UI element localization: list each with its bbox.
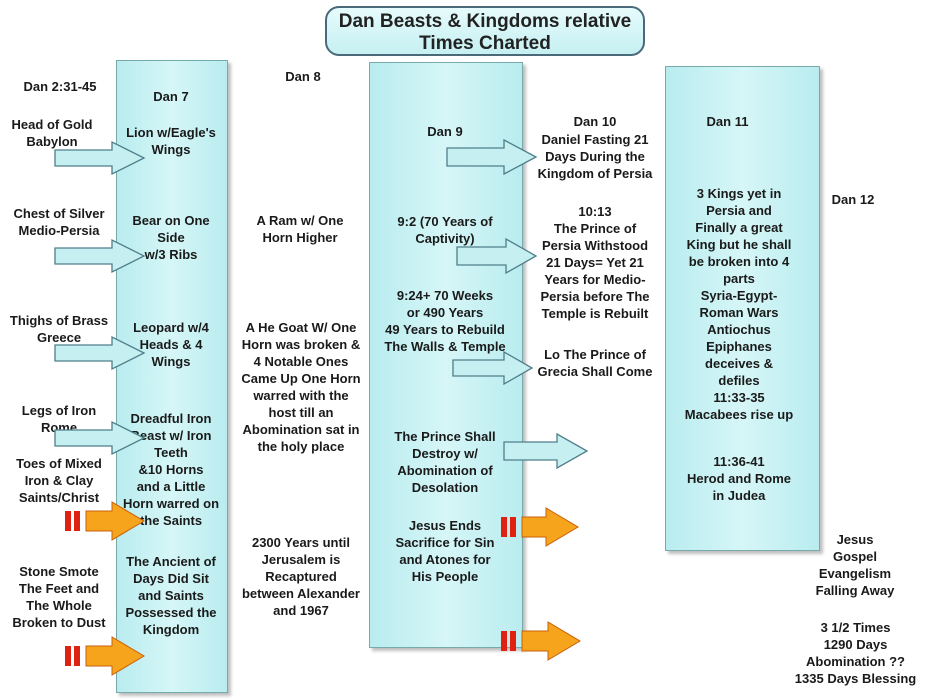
dan11-item-herod-and-rome: 11:36-41 Herod and Rome in Judea (686, 454, 791, 503)
arrow-right-icon (452, 350, 534, 386)
dan8-item-ram: A Ram w/ One Horn Higher (256, 213, 344, 245)
dan9-item-prince-destroy: The Prince Shall Destroy w/ Abomination … (394, 429, 496, 495)
dan10-item-prince-of-persia: 10:13 The Prince of Persia Withstood 21 … (540, 204, 650, 321)
arrow-right-icon (446, 138, 538, 176)
dan10-item-prince-of-grecia: Lo The Prince of Grecia Shall Come (537, 347, 653, 379)
dan2-header: Dan 2:31-45 (23, 79, 97, 94)
arrow-right-icon (54, 238, 146, 274)
dan2-item-legs-of-iron: Legs of Iron Rome (21, 403, 97, 435)
dan10-header: Dan 10 (573, 114, 617, 129)
dan7-item-leopard: Leopard w/4 Heads & 4 Wings (133, 320, 209, 369)
dan7-header: Dan 7 (153, 89, 189, 104)
dan2-item-thighs-of-brass: Thighs of Brass Greece (9, 313, 109, 345)
dan2-item-head-of-gold: Head of Gold Babylon (11, 117, 93, 149)
dan2-item-chest-of-silver: Chest of Silver Medio-Persia (13, 206, 105, 238)
dan11-item-kings-and-wars: 3 Kings yet in Persia and Finally a grea… (684, 186, 794, 422)
dan7-item-bear: Bear on One Side w/3 Ribs (132, 213, 210, 262)
orange-arrow-icon (65, 636, 145, 676)
dan9-item-70-weeks: 9:24+ 70 Weeks or 490 Years 49 Years to … (384, 288, 506, 354)
dan12-header: Dan 12 (831, 192, 875, 207)
dan8-item-he-goat: A He Goat W/ One Horn was broken & 4 Not… (241, 320, 361, 454)
dan12-item-times-and-days: 3 1/2 Times 1290 Days Abomination ?? 133… (794, 620, 917, 686)
arrow-right-icon (54, 335, 146, 371)
orange-arrow-icon (65, 501, 145, 541)
diagram-title: Dan Beasts & Kingdoms relative Times Cha… (325, 6, 645, 56)
dan11-header: Dan 11 (706, 114, 749, 129)
dan9-item-jesus-ends-sacrifice: Jesus Ends Sacrifice for Sin and Atones … (395, 518, 495, 584)
dan8-header: Dan 8 (285, 69, 321, 84)
dan7-column (116, 60, 228, 693)
dan9-item-70-years: 9:2 (70 Years of Captivity) (397, 214, 493, 246)
arrow-right-icon (54, 140, 146, 176)
dan12-item-gospel: Jesus Gospel Evangelism Falling Away (815, 532, 895, 598)
arrow-right-icon (54, 420, 146, 456)
dan2-item-stone: Stone Smote The Feet and The Whole Broke… (12, 564, 106, 630)
arrow-right-icon (503, 432, 589, 470)
arrow-right-icon (456, 237, 538, 275)
orange-arrow-icon (501, 507, 579, 547)
orange-arrow-icon (501, 621, 581, 661)
dan2-item-toes: Toes of Mixed Iron & Clay Saints/Christ (16, 456, 102, 505)
dan10-item-daniel-fasting: Daniel Fasting 21 Days During the Kingdo… (537, 132, 653, 181)
dan7-item-ancient-of-days: The Ancient of Days Did Sit and Saints P… (125, 554, 217, 637)
dan8-item-2300-years: 2300 Years until Jerusalem is Recaptured… (241, 535, 360, 618)
dan7-item-lion: Lion w/Eagle's Wings (126, 125, 216, 157)
dan9-header: Dan 9 (427, 124, 463, 139)
dan7-item-dreadful-beast: Dreadful Iron Beast w/ Iron Teeth &10 Ho… (122, 411, 220, 528)
dan11-column (665, 66, 820, 551)
